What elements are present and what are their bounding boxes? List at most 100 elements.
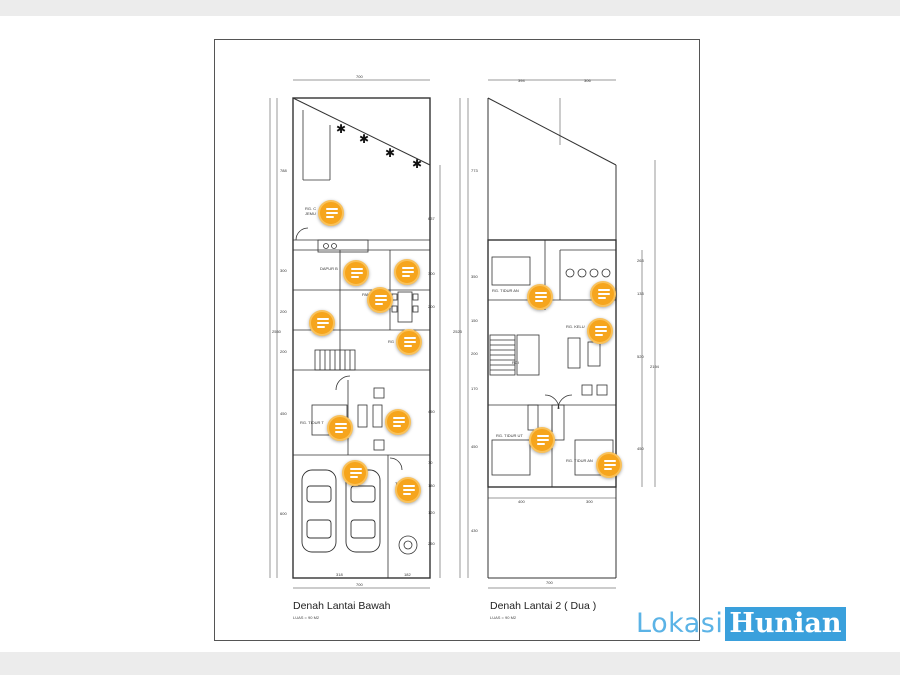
svg-text:PAN: PAN [362,292,370,297]
menu-lines-icon [403,485,415,487]
menu-lines-icon [335,423,347,425]
logo-text-lokasi: Lokasi [636,608,724,639]
annotation-marker-8[interactable] [327,415,353,441]
menu-lines-icon [375,299,387,301]
annotation-marker-1[interactable] [318,200,344,226]
menu-lines-icon [393,421,405,423]
annotation-marker-11[interactable] [527,284,553,310]
svg-text:200: 200 [280,349,287,354]
annotation-marker-2[interactable] [343,260,369,286]
svg-text:2550: 2550 [272,329,282,334]
menu-lines-icon [351,276,359,278]
menu-lines-icon [375,295,387,297]
menu-lines-icon [404,337,416,339]
svg-text:150: 150 [471,318,478,323]
menu-lines-icon [335,427,347,429]
upper-floor-caption: Denah Lantai 2 ( Dua ) [490,600,597,612]
menu-lines-icon [326,208,338,210]
ground-floor-labels: 700 318 700 182 2550 788 300 200 200 450… [272,74,435,587]
ground-floor-plan [269,79,441,589]
annotation-marker-13[interactable] [587,318,613,344]
menu-lines-icon [537,435,549,437]
svg-text:450: 450 [280,411,287,416]
svg-text:2194: 2194 [650,364,660,369]
svg-text:306: 306 [584,78,591,83]
menu-lines-icon [604,468,612,470]
svg-text:2523: 2523 [453,329,463,334]
svg-text:RG. TIDUR AN: RG. TIDUR AN [566,458,593,463]
svg-text:RCI: RCI [512,360,519,365]
menu-lines-icon [393,417,405,419]
menu-lines-icon [351,268,363,270]
menu-lines-icon [537,439,549,441]
annotation-marker-14[interactable] [529,427,555,453]
menu-lines-icon [535,292,547,294]
svg-text:300: 300 [586,499,593,504]
svg-text:170: 170 [471,386,478,391]
svg-text:182: 182 [404,572,411,577]
menu-lines-icon [350,468,362,470]
menu-lines-icon [595,334,603,336]
svg-text:700: 700 [546,580,553,585]
garden-plants: ✱ ✱ ✱ ✱ [336,122,422,171]
menu-lines-icon [326,212,338,214]
svg-text:133: 133 [637,291,644,296]
logo-text-hunian: Hunian [725,607,846,641]
annotation-marker-7[interactable] [385,409,411,435]
menu-lines-icon [317,322,329,324]
svg-text:350: 350 [471,274,478,279]
annotation-marker-6[interactable] [396,329,422,355]
svg-text:300: 300 [428,271,435,276]
svg-text:600: 600 [280,511,287,516]
annotation-marker-15[interactable] [596,452,622,478]
menu-lines-icon [535,296,547,298]
svg-text:394: 394 [518,78,525,83]
annotation-marker-5[interactable] [367,287,393,313]
menu-lines-icon [317,318,329,320]
svg-text:200: 200 [428,304,435,309]
svg-text:RG. KELU: RG. KELU [566,324,585,329]
svg-text:788: 788 [280,168,287,173]
menu-lines-icon [604,460,616,462]
svg-text:450: 450 [471,444,478,449]
svg-text:180: 180 [428,483,435,488]
svg-text:250: 250 [428,541,435,546]
annotation-marker-12[interactable] [590,281,616,307]
menu-lines-icon [335,431,343,433]
menu-lines-icon [317,326,325,328]
menu-lines-icon [604,464,616,466]
annotation-marker-10[interactable] [395,477,421,503]
menu-lines-icon [403,493,411,495]
menu-lines-icon [598,297,606,299]
svg-text:RG: RG [388,339,394,344]
car-left [301,469,337,553]
menu-lines-icon [535,300,543,302]
ground-floor-caption: Denah Lantai Bawah [293,600,391,612]
menu-lines-icon [598,289,610,291]
svg-text:✱: ✱ [412,157,422,171]
svg-text:200: 200 [280,309,287,314]
menu-lines-icon [393,425,401,427]
svg-text:RG. TIDUR T: RG. TIDUR T [300,420,324,425]
svg-text:700: 700 [356,74,363,79]
menu-lines-icon [404,345,412,347]
annotation-marker-4[interactable] [309,310,335,336]
top-bar [0,0,900,16]
menu-lines-icon [350,476,358,478]
svg-text:300: 300 [280,268,287,273]
menu-lines-icon [350,472,362,474]
svg-text:200: 200 [471,351,478,356]
svg-text:70: 70 [428,460,433,465]
upper-floor-plan [459,79,656,589]
floor-plan-sheet [214,39,700,641]
svg-text:520: 520 [637,354,644,359]
menu-lines-icon [404,341,416,343]
svg-text:RG. TIDUR AN: RG. TIDUR AN [492,288,519,293]
bottom-bar [0,652,900,675]
annotation-marker-9[interactable] [342,460,368,486]
menu-lines-icon [375,303,383,305]
svg-text:✱: ✱ [385,146,395,160]
svg-text:120: 120 [428,510,435,515]
annotation-marker-3[interactable] [394,259,420,285]
